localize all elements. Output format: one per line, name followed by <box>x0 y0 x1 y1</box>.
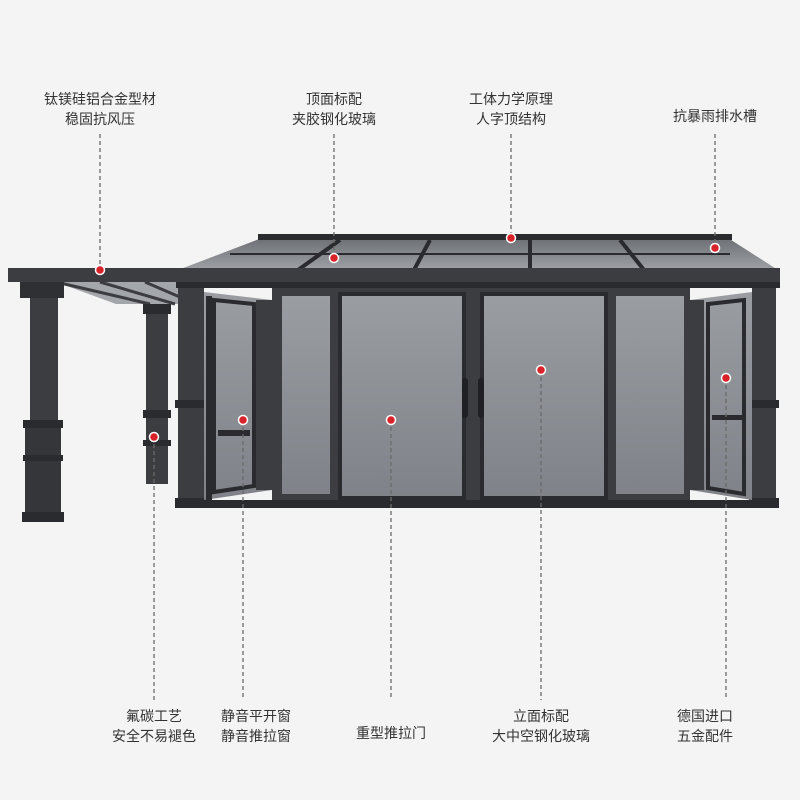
callout-fluorocarbon-line2: 安全不易褪色 <box>112 729 196 745</box>
front-fixed-panel-left <box>282 296 330 494</box>
marker-roof-glass <box>328 252 340 264</box>
marker-fluorocarbon <box>148 431 160 443</box>
front-fixed-panel-right <box>616 296 684 494</box>
markers <box>94 232 732 443</box>
callout-fluorocarbon-line1: 氟碳工艺 <box>126 709 182 725</box>
pergola-beam <box>8 268 198 282</box>
callout-alloy-line2: 稳固抗风压 <box>65 112 135 128</box>
leader-lines <box>99 134 727 700</box>
callout-hardware-line1: 德国进口 <box>677 709 733 725</box>
callout-hardware-line2: 五金配件 <box>677 729 733 745</box>
marker-alloy <box>94 264 106 276</box>
callout-facade-glass-line2: 大中空钢化玻璃 <box>492 729 590 745</box>
callout-roof-glass-line2: 夹胶钢化玻璃 <box>292 112 376 128</box>
marker-gutter <box>709 242 721 254</box>
callout-sliding-door: 重型推拉门 <box>356 724 426 744</box>
callout-ergonomic: 工体力学原理 人字顶结构 <box>469 90 553 130</box>
callout-windows-line1: 静音平开窗 <box>221 709 291 725</box>
sliding-window <box>706 297 746 497</box>
callout-sliding-door-line1: 重型推拉门 <box>356 726 426 742</box>
marker-facade-glass <box>535 364 547 376</box>
sliding-door-right <box>480 292 608 500</box>
marker-hardware <box>720 372 732 384</box>
right-corner-column <box>752 288 776 506</box>
pergola-post <box>146 304 168 484</box>
marker-ergonomic <box>505 232 517 244</box>
main-body <box>175 288 779 508</box>
callout-gutter: 抗暴雨排水槽 <box>673 107 757 127</box>
pergola-roof-glass <box>56 282 196 304</box>
callout-facade-glass-line1: 立面标配 <box>513 709 569 725</box>
callout-fluorocarbon: 氟碳工艺 安全不易褪色 <box>112 707 196 747</box>
main-roof <box>176 234 780 288</box>
pergola-column <box>30 298 58 428</box>
callout-alloy-line1: 钛镁硅铝合金型材 <box>44 92 156 108</box>
marker-sliding-door <box>385 414 397 426</box>
left-corner-column <box>178 288 204 506</box>
roof-gutter <box>176 268 780 282</box>
callout-hardware: 德国进口 五金配件 <box>677 707 733 747</box>
right-side-glass <box>690 292 752 500</box>
callout-gutter-line1: 抗暴雨排水槽 <box>673 109 757 125</box>
door-handle-left <box>462 378 468 418</box>
callout-ergonomic-line2: 人字顶结构 <box>476 112 546 128</box>
callout-windows: 静音平开窗 静音推拉窗 <box>221 707 291 747</box>
pergola-column-cap <box>20 282 64 298</box>
callout-alloy: 钛镁硅铝合金型材 稳固抗风压 <box>44 90 156 130</box>
callout-facade-glass: 立面标配 大中空钢化玻璃 <box>492 707 590 747</box>
sliding-door-left <box>338 292 466 500</box>
callout-ergonomic-line1: 工体力学原理 <box>469 92 553 108</box>
callout-roof-glass-line1: 顶面标配 <box>306 92 362 108</box>
callout-windows-line2: 静音推拉窗 <box>221 729 291 745</box>
door-handle-right <box>478 378 484 418</box>
callout-roof-glass: 顶面标配 夹胶钢化玻璃 <box>292 90 376 130</box>
casement-window <box>212 297 256 495</box>
roof-ridge <box>258 234 732 240</box>
base-rail <box>176 500 778 508</box>
marker-windows <box>237 414 249 426</box>
pergola <box>8 268 198 522</box>
